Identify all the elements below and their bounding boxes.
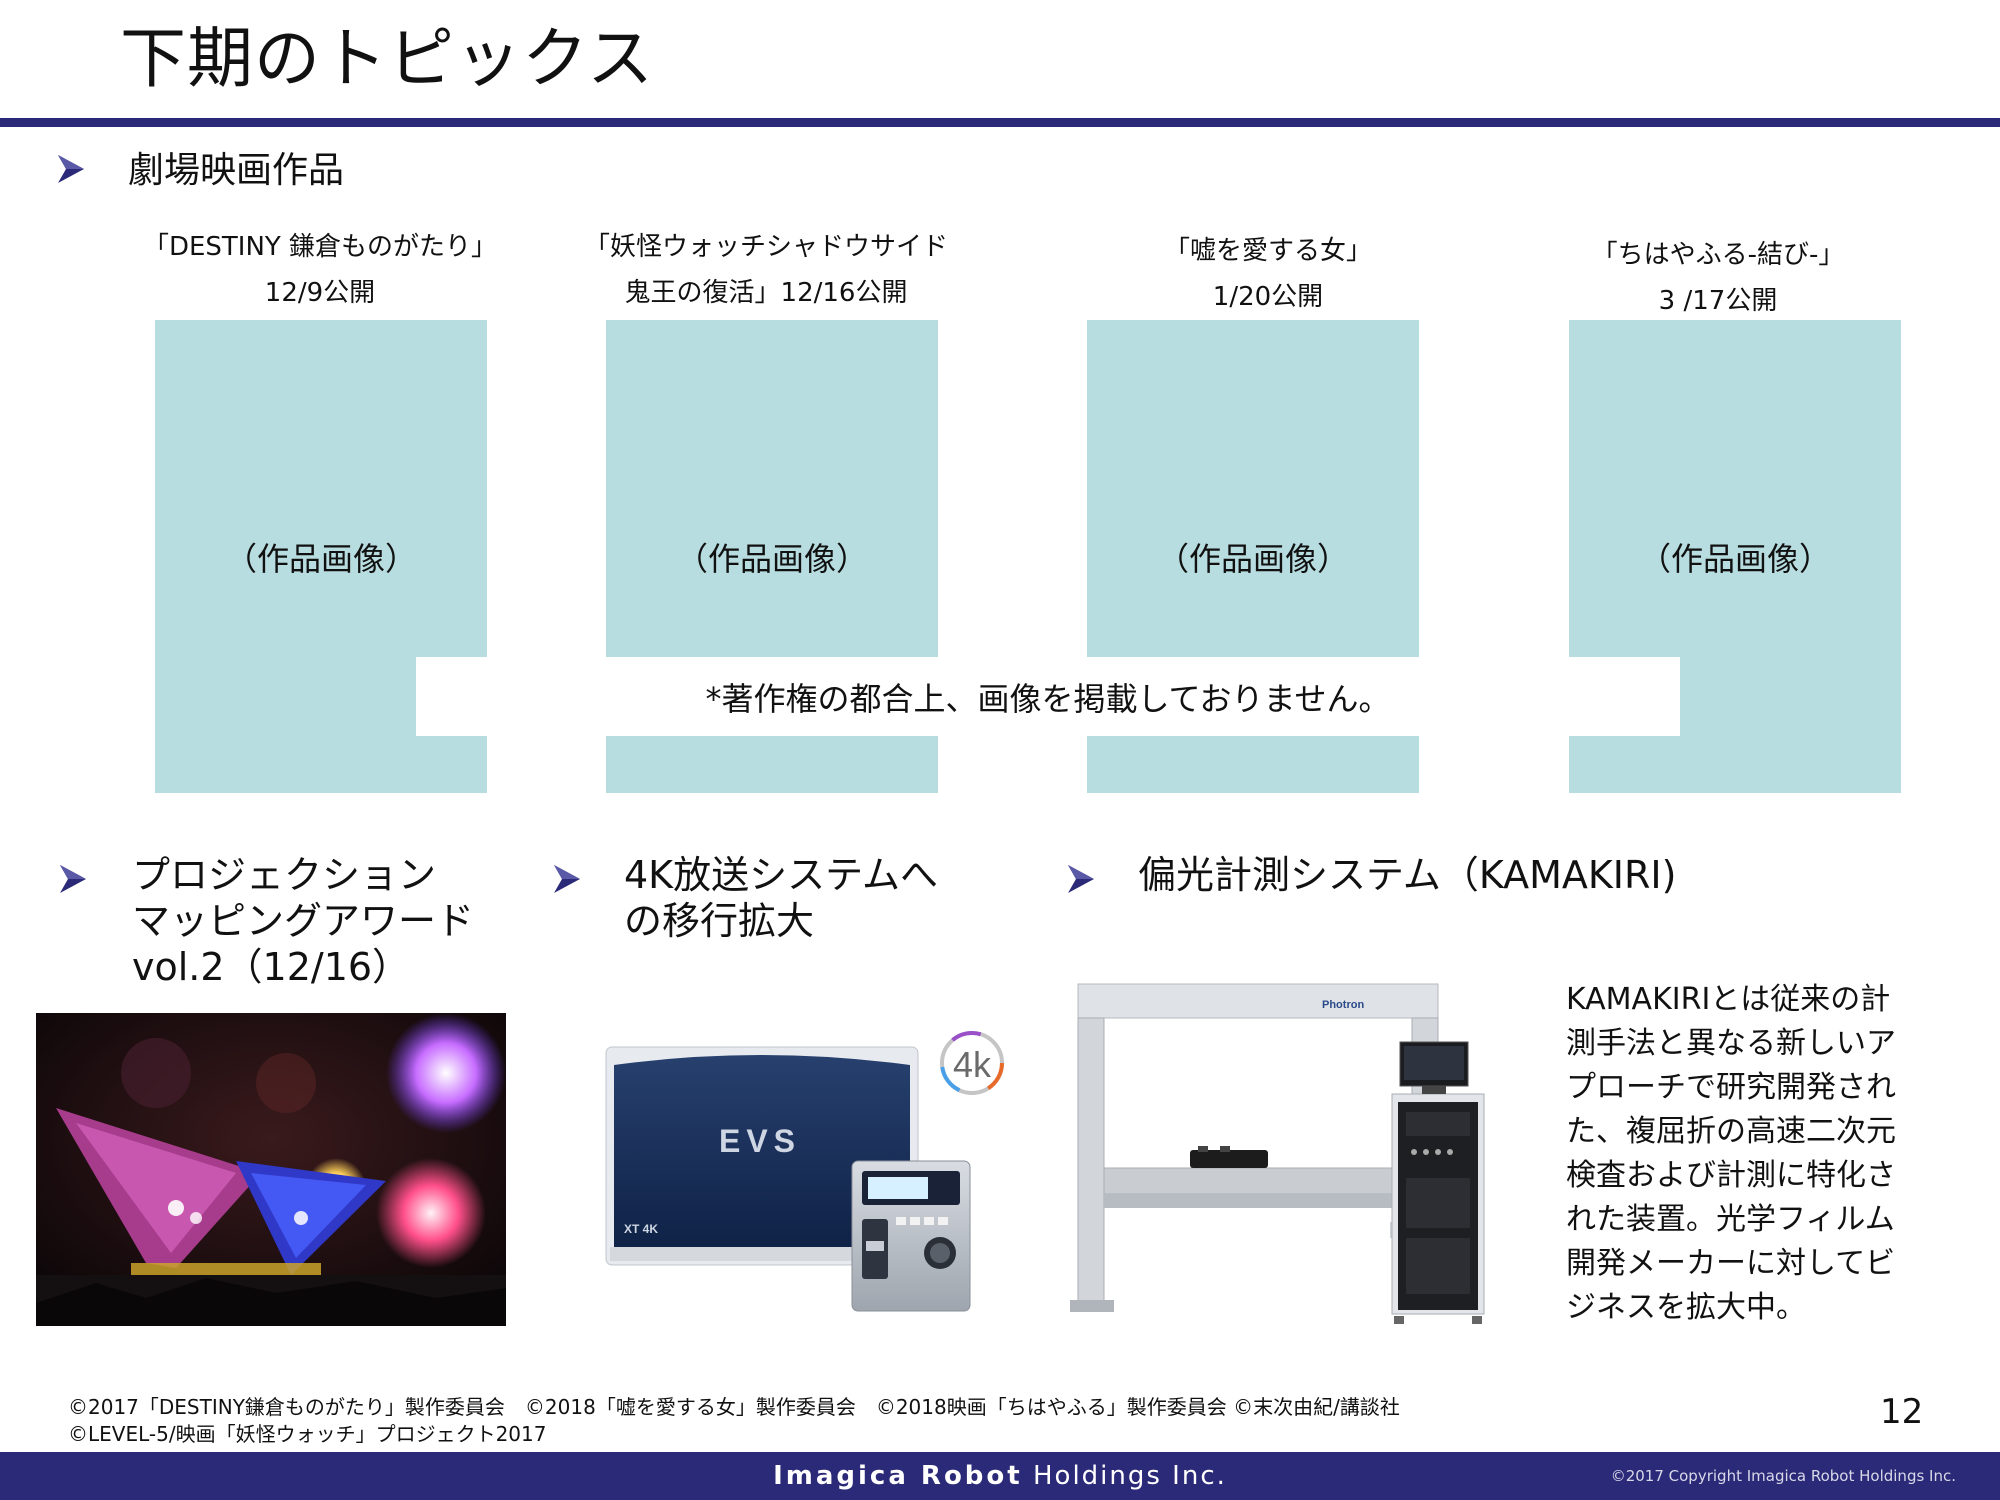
movie-title: 「妖怪ウォッチシャドウサイド [583,232,948,262]
page-title: 下期のトピックス [120,20,655,97]
movie-caption-1: 「DESTINY 鎌倉ものがたり」 12/9公開 [90,224,550,316]
movie-release: 12/9公開 [264,278,376,308]
copyright-notice: *著作権の都合上、画像を掲載しておりません。 [416,657,1680,736]
device-model-text: XT 4K [624,1222,658,1236]
projection-heading: プロジェクション マッピングアワード vol.2（12/16） [132,853,475,989]
movie-image-placeholder-1: （作品画像） [155,320,487,793]
broadcast-heading: 4K放送システムへ の移行拡大 [624,853,938,943]
page-number: 12 [1880,1392,1924,1432]
arrow-bullet-icon [56,152,90,192]
movie-release: 3 /17公開 [1658,286,1778,316]
movie-title: 「ちはやふる-結び-」 [1591,240,1845,270]
placeholder-label: （作品画像） [1156,539,1349,578]
kamakiri-heading: 偏光計測システム（KAMAKIRI) [1138,853,1677,897]
movie-caption-2: 「妖怪ウォッチシャドウサイド 鬼王の復活」12/16公開 [536,224,996,316]
device-brand-text: EVS [719,1123,801,1159]
kamakiri-description: KAMAKIRIとは従来の計 測手法と異なる新しいア プローチで研究開発され た… [1566,982,1896,1325]
arrow-bullet-icon [1066,862,1100,902]
movies-heading: 劇場映画作品 [128,150,345,191]
4k-logo-text: 4k [953,1044,992,1085]
movie-release: 1/20公開 [1212,282,1324,312]
arrow-bullet-icon [58,862,92,902]
movie-caption-3: 「嘘を愛する女」 1/20公開 [1038,228,1498,320]
movie-title: 「嘘を愛する女」 [1163,236,1372,266]
movie-caption-4: 「ちはやふる-結び-」 3 /17公開 [1488,232,1948,324]
movie-title: 「DESTINY 鎌倉ものがたり」 [142,232,498,262]
title-rule [0,118,2000,127]
footer-copyright: ©2017 Copyright Imagica Robot Holdings I… [1610,1467,1956,1485]
footer-brand: Imagica Robot Holdings Inc. [773,1461,1227,1491]
placeholder-label: （作品画像） [675,539,868,578]
broadcast-device-image: EVS XT 4K 4k [600,1025,1020,1315]
kamakiri-system-image: Photron [1060,982,1490,1332]
arrow-bullet-icon [552,862,586,902]
movie-release: 鬼王の復活」12/16公開 [624,278,908,308]
copyright-credits: ©2017「DESTINY鎌倉ものがたり」製作委員会 ©2018「嘘を愛する女」… [68,1395,1400,1446]
footer-bar [0,1452,2000,1500]
projection-mapping-photo [36,1013,506,1326]
photron-logo-text: Photron [1322,999,1364,1011]
placeholder-label: （作品画像） [1638,539,1831,578]
placeholder-label: （作品画像） [224,539,417,578]
